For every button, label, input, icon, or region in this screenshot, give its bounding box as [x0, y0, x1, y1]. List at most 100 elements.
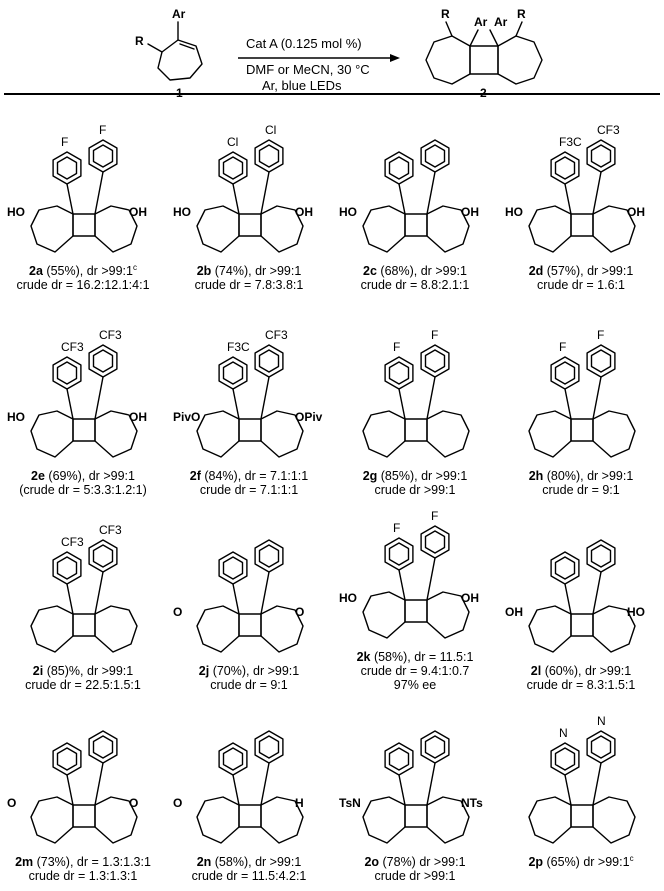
entry-crude-dr: crude dr = 8.8:2.1:1 — [360, 278, 470, 292]
group-label-right: H — [295, 796, 304, 810]
group-label-right: O — [129, 796, 138, 810]
substituent-label-right: F — [431, 328, 438, 342]
entry-id: 2n — [196, 855, 212, 869]
entry-id: 2j — [198, 664, 210, 678]
group-label-left: OH — [505, 605, 523, 619]
entry-yield: (85)% — [43, 664, 81, 678]
group-label-right: OH — [129, 205, 147, 219]
substituent-label-left: F — [393, 340, 400, 354]
entry-yield: (70%) — [209, 664, 247, 678]
entry-yield: (57%) — [543, 264, 581, 278]
product-r-right: R — [517, 7, 526, 21]
entry-caption: 2o (78%) dr >99:1 — [332, 855, 498, 869]
substituent-label-left: CF3 — [61, 340, 84, 354]
entry-caption: 2f (84%), dr = 7.1:1:1 — [166, 469, 332, 483]
entry-caption: 2l (60%), dr >99:1 — [498, 664, 664, 678]
entry-dr: , dr = 1.3:1.3:1 — [69, 855, 151, 869]
structure-2g: FF — [362, 328, 470, 458]
entry-dr: , dr = 11.5:1 — [407, 650, 474, 664]
substituent-label-left: N — [559, 726, 568, 740]
entry-caption: 2m (73%), dr = 1.3:1.3:1 — [0, 855, 166, 869]
entry-dr: , dr >99:1 — [248, 855, 302, 869]
entry-yield: (55%) — [42, 264, 80, 278]
entry-caption: 2n (58%), dr >99:1 — [166, 855, 332, 869]
entry-crude-dr: crude dr = 9.4:1:0.7 — [360, 664, 470, 678]
entry-crude-dr: crude dr = 11.5:4.2:1 — [191, 869, 307, 883]
entry-caption: 2h (80%), dr >99:1 — [498, 469, 664, 483]
group-label-left: O — [173, 605, 182, 619]
group-label-left: HO — [7, 410, 25, 424]
entry-caption: 2b (74%), dr >99:1 — [166, 264, 332, 278]
entry-id: 2e — [31, 469, 45, 483]
group-label-left: HO — [7, 205, 25, 219]
substituent-label-left: Cl — [227, 135, 238, 149]
condition-line-3: Ar, blue LEDs — [262, 78, 342, 93]
reactant-structure: Ar R 1 — [135, 7, 203, 100]
entry-dr: , dr >99:1 — [81, 469, 135, 483]
entry-dr: , dr >99:1 — [580, 469, 634, 483]
entry-id: 2h — [528, 469, 544, 483]
reaction-scheme-drawing: Ar R 1 Cat A (0.125 mol %) DMF or MeCN, … — [135, 7, 543, 100]
entry-dr: , dr >99:1 — [414, 469, 468, 483]
entry-yield: (80%) — [543, 469, 581, 483]
substituent-label-left: F — [559, 340, 566, 354]
entry-dr: , dr >99:1 — [246, 664, 300, 678]
entry-id: 2l — [530, 664, 542, 678]
entry-crude-dr: crude dr = 1.3:1.3:1 — [28, 869, 138, 883]
entry-caption: 2d (57%), dr >99:1 — [498, 264, 664, 278]
entry-yield: (78%) — [379, 855, 416, 869]
entry-id: 2f — [189, 469, 201, 483]
group-label-left: O — [7, 796, 16, 810]
entry-caption: 2e (69%), dr >99:1 — [0, 469, 166, 483]
entry-dr: , dr >99:1 — [248, 264, 302, 278]
group-label-left: HO — [173, 205, 191, 219]
entry-dr: , dr = 7.1:1:1 — [237, 469, 309, 483]
product-ar-right: Ar — [494, 15, 508, 29]
substituent-label-right: F — [431, 509, 438, 523]
entry-dr: , dr >99:1 — [578, 664, 632, 678]
group-label-right: HO — [627, 605, 645, 619]
group-label-right: OH — [295, 205, 313, 219]
entry-id: 2o — [364, 855, 380, 869]
entry-id: 2m — [15, 855, 34, 869]
entry-crude-dr: crude dr = 16.2:12.1:4:1 — [16, 278, 150, 292]
entry-yield: (60%) — [541, 664, 579, 678]
reactant-r-label: R — [135, 34, 144, 48]
entry-crude-dr: crude dr >99:1 — [374, 869, 456, 883]
substituent-label-left: F — [61, 135, 68, 149]
entry-yield: (85%) — [377, 469, 415, 483]
product-r-left: R — [441, 7, 450, 21]
substituent-label-right: Cl — [265, 123, 276, 137]
entry-dr: dr >99:1 — [415, 855, 466, 869]
entry-caption: 2k (58%), dr = 11.5:1 — [332, 650, 498, 664]
entry-yield: (68%) — [376, 264, 414, 278]
product-structure: R Ar Ar R 2 — [425, 7, 543, 100]
structure-2p: NN — [528, 714, 636, 844]
entry-ee: 97% ee — [393, 678, 437, 692]
entry-crude-dr: crude dr = 22.5:1.5:1 — [25, 678, 141, 692]
entry-crude-dr: crude dr = 9:1 — [542, 483, 620, 497]
entry-dr: , dr >99:1 — [79, 264, 133, 278]
substituent-label-left: F — [393, 521, 400, 535]
reaction-scheme: Ar R 1 Cat A (0.125 mol %) DMF or MeCN, … — [0, 0, 664, 100]
reactant-ar-label: Ar — [172, 7, 186, 21]
entry-caption: 2a (55%), dr >99:1c — [0, 263, 166, 278]
entry-crude-dr: crude dr >99:1 — [374, 483, 456, 497]
substituent-label-left: F3C — [227, 340, 250, 354]
entry-footnote: c — [629, 853, 634, 863]
entry-caption: 2j (70%), dr >99:1 — [166, 664, 332, 678]
group-label-left: HO — [339, 205, 357, 219]
